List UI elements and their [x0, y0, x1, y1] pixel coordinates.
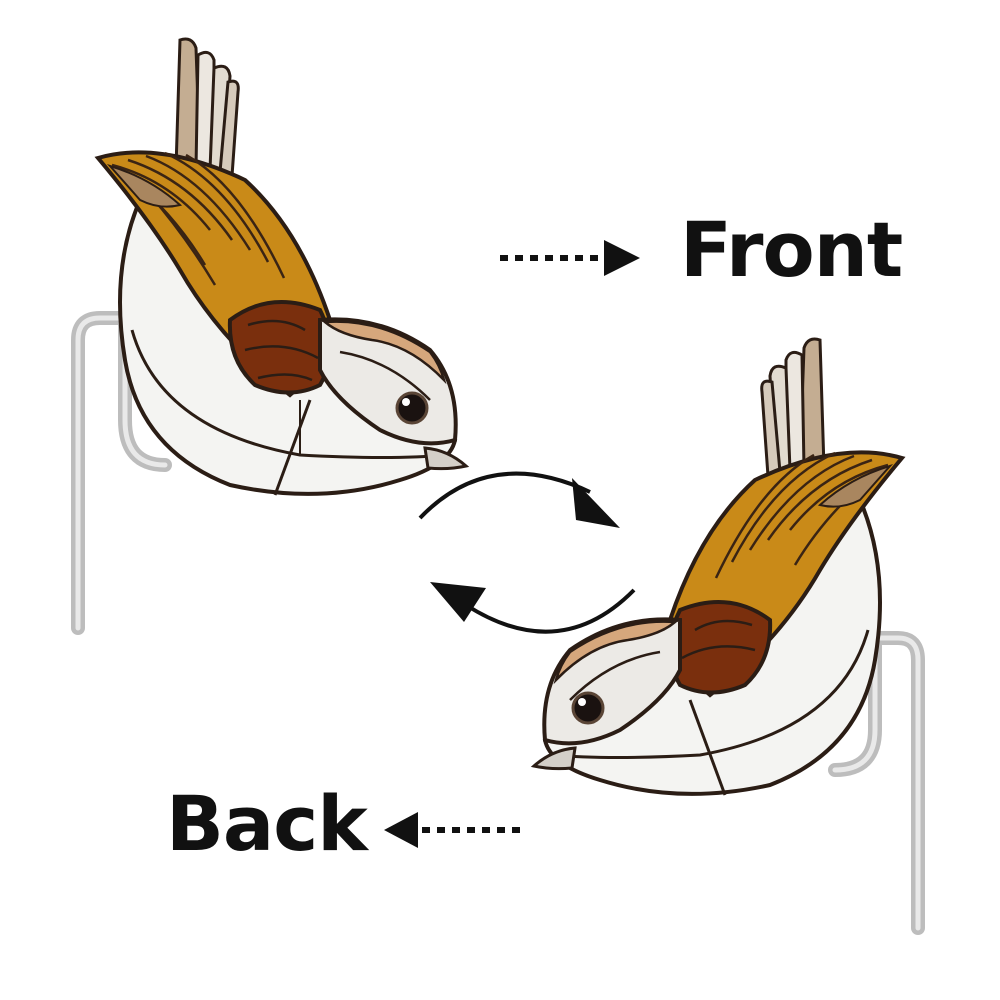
- rotate-arrows-icon: [418, 471, 636, 634]
- bird-beak: [423, 446, 470, 471]
- bird-front-view: [71, 37, 470, 635]
- front-label: Front: [680, 205, 903, 294]
- bird-back-view: [530, 337, 925, 935]
- back-label: Back: [166, 779, 368, 868]
- tail-feathers: [174, 37, 240, 179]
- tail-feathers: [760, 337, 826, 479]
- bird-eye: [395, 391, 429, 425]
- bird-eye: [571, 691, 605, 725]
- arrow-right-icon: [500, 240, 640, 276]
- arrow-left-icon: [384, 812, 526, 848]
